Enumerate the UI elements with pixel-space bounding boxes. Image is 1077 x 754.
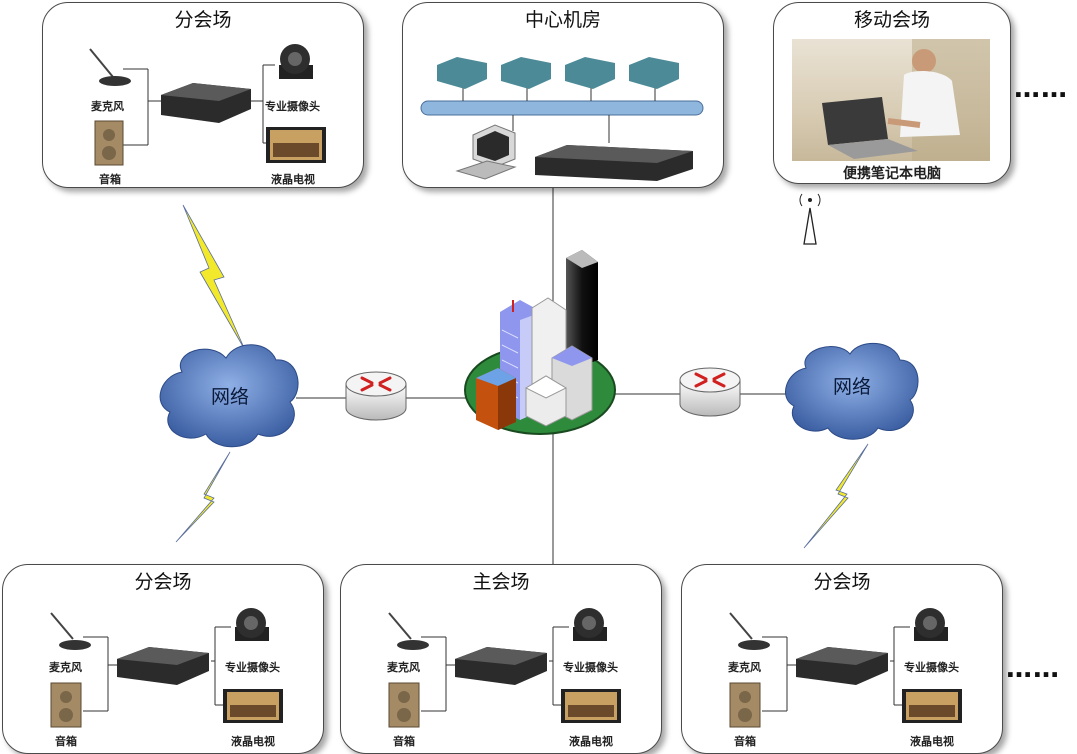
camera-label: 专业摄像头 (265, 100, 320, 113)
city-buildings-icon (464, 250, 616, 435)
speaker-label: 音箱 (393, 735, 415, 748)
panel-title: 中心机房 (524, 9, 601, 31)
server-icon (437, 57, 679, 89)
panel-title: 分会场 (174, 9, 232, 31)
panel-title: 分会场 (134, 571, 192, 593)
mobile-venue: 移动会场 便携笔记本电脑 (773, 2, 1011, 184)
panel-title: 移动会场 (853, 9, 930, 31)
server-equipment (420, 57, 704, 181)
center-machine-room: 中心机房 (402, 2, 724, 188)
panel-title: 分会场 (813, 571, 871, 593)
laptop-label: 便携笔记本电脑 (843, 166, 941, 182)
microphone-icon (89, 48, 131, 86)
ellipsis-top: …… (1014, 74, 1068, 104)
right-router-icon (679, 367, 741, 417)
branch-venue-bottom-left: 分会场 麦克风 专业摄像头 音箱 液晶电视 (2, 564, 324, 754)
speaker-label: 音箱 (55, 735, 77, 748)
codec-box-icon (161, 83, 251, 123)
venue-equipment (50, 608, 283, 728)
camera-icon (279, 44, 313, 79)
tv-label: 液晶电视 (231, 735, 275, 748)
tv-label: 液晶电视 (910, 735, 954, 748)
branch-venue-bottom-right: 分会场 麦克风 专业摄像头 音箱 液晶电视 (681, 564, 1003, 754)
right-cloud-label: 网络 (833, 376, 871, 398)
venue-equipment (388, 608, 621, 728)
left-cloud-icon: 网络 (159, 344, 299, 448)
camera-label: 专业摄像头 (904, 661, 959, 674)
wireless-antenna-icon (799, 193, 821, 245)
mcu-box-icon (535, 145, 693, 181)
mic-label: 麦克风 (49, 661, 82, 674)
left-router-icon (345, 371, 407, 421)
panel-title: 主会场 (472, 571, 530, 593)
tv-label: 液晶电视 (271, 173, 315, 186)
laptop-user-photo (792, 39, 990, 161)
speaker-icon (94, 120, 124, 166)
main-venue: 主会场 麦克风 专业摄像头 音箱 液晶电视 (340, 564, 662, 754)
tv-label: 液晶电视 (569, 735, 613, 748)
laptop-icon (822, 39, 990, 161)
left-cloud-label: 网络 (211, 386, 249, 408)
speaker-label: 音箱 (734, 735, 756, 748)
tv-icon (266, 127, 326, 163)
branch-venue-top-left: 分会场 麦克风 专业摄像头 音箱 液晶 (42, 2, 364, 188)
ellipsis-bottom: …… (1006, 654, 1060, 684)
mic-label: 麦克风 (91, 100, 124, 113)
right-cloud-icon: 网络 (785, 342, 919, 440)
camera-label: 专业摄像头 (225, 661, 280, 674)
mic-label: 麦克风 (728, 661, 761, 674)
mic-label: 麦克风 (387, 661, 420, 674)
pc-icon (455, 124, 517, 180)
camera-label: 专业摄像头 (563, 661, 618, 674)
venue-equipment (729, 608, 962, 728)
speaker-label: 音箱 (99, 173, 121, 186)
venue-equipment (89, 44, 326, 166)
